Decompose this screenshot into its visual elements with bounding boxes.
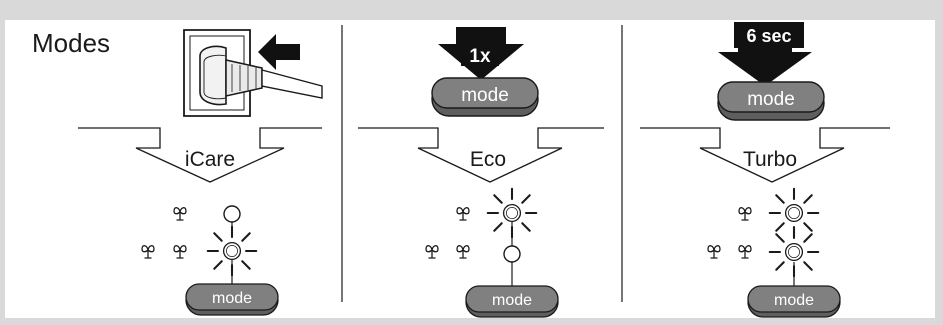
mode-button[interactable]: mode — [747, 285, 841, 318]
arrow-down-icon: 6 sec — [718, 22, 812, 86]
led-indicator-icon — [503, 245, 521, 263]
mode-button[interactable]: mode — [465, 285, 559, 318]
mode-name-turbo: Turbo — [743, 148, 797, 171]
mode-button-large[interactable]: mode — [431, 77, 539, 117]
mode-name-icare: iCare — [185, 148, 235, 171]
mode-button-large[interactable]: mode — [717, 81, 825, 121]
mode-funnel — [78, 127, 322, 183]
mode-button-label: mode — [461, 85, 509, 106]
panel-turbo: 6 sec mode Turbo mode — [640, 22, 890, 318]
plug-socket-icon — [183, 29, 323, 117]
mode-funnel — [358, 127, 604, 183]
mode-button-label: mode — [492, 292, 532, 309]
panel-icare: iCare mode — [78, 29, 323, 316]
mode-button-label: mode — [774, 292, 814, 309]
led-indicator-icon — [223, 205, 241, 223]
mode-button-label: mode — [747, 89, 795, 110]
panel-eco: 1x mode Eco mode — [358, 27, 604, 318]
press-label: 1x — [469, 46, 491, 67]
press-label: 6 sec — [746, 26, 791, 46]
arrow-left-icon — [258, 34, 300, 70]
mode-button[interactable]: mode — [185, 283, 279, 316]
mode-funnel — [640, 127, 890, 183]
diagram-title: Modes — [32, 28, 110, 58]
mode-button-label: mode — [212, 290, 252, 307]
mode-name-eco: Eco — [470, 148, 506, 171]
arrow-down-icon: 1x — [438, 27, 524, 80]
